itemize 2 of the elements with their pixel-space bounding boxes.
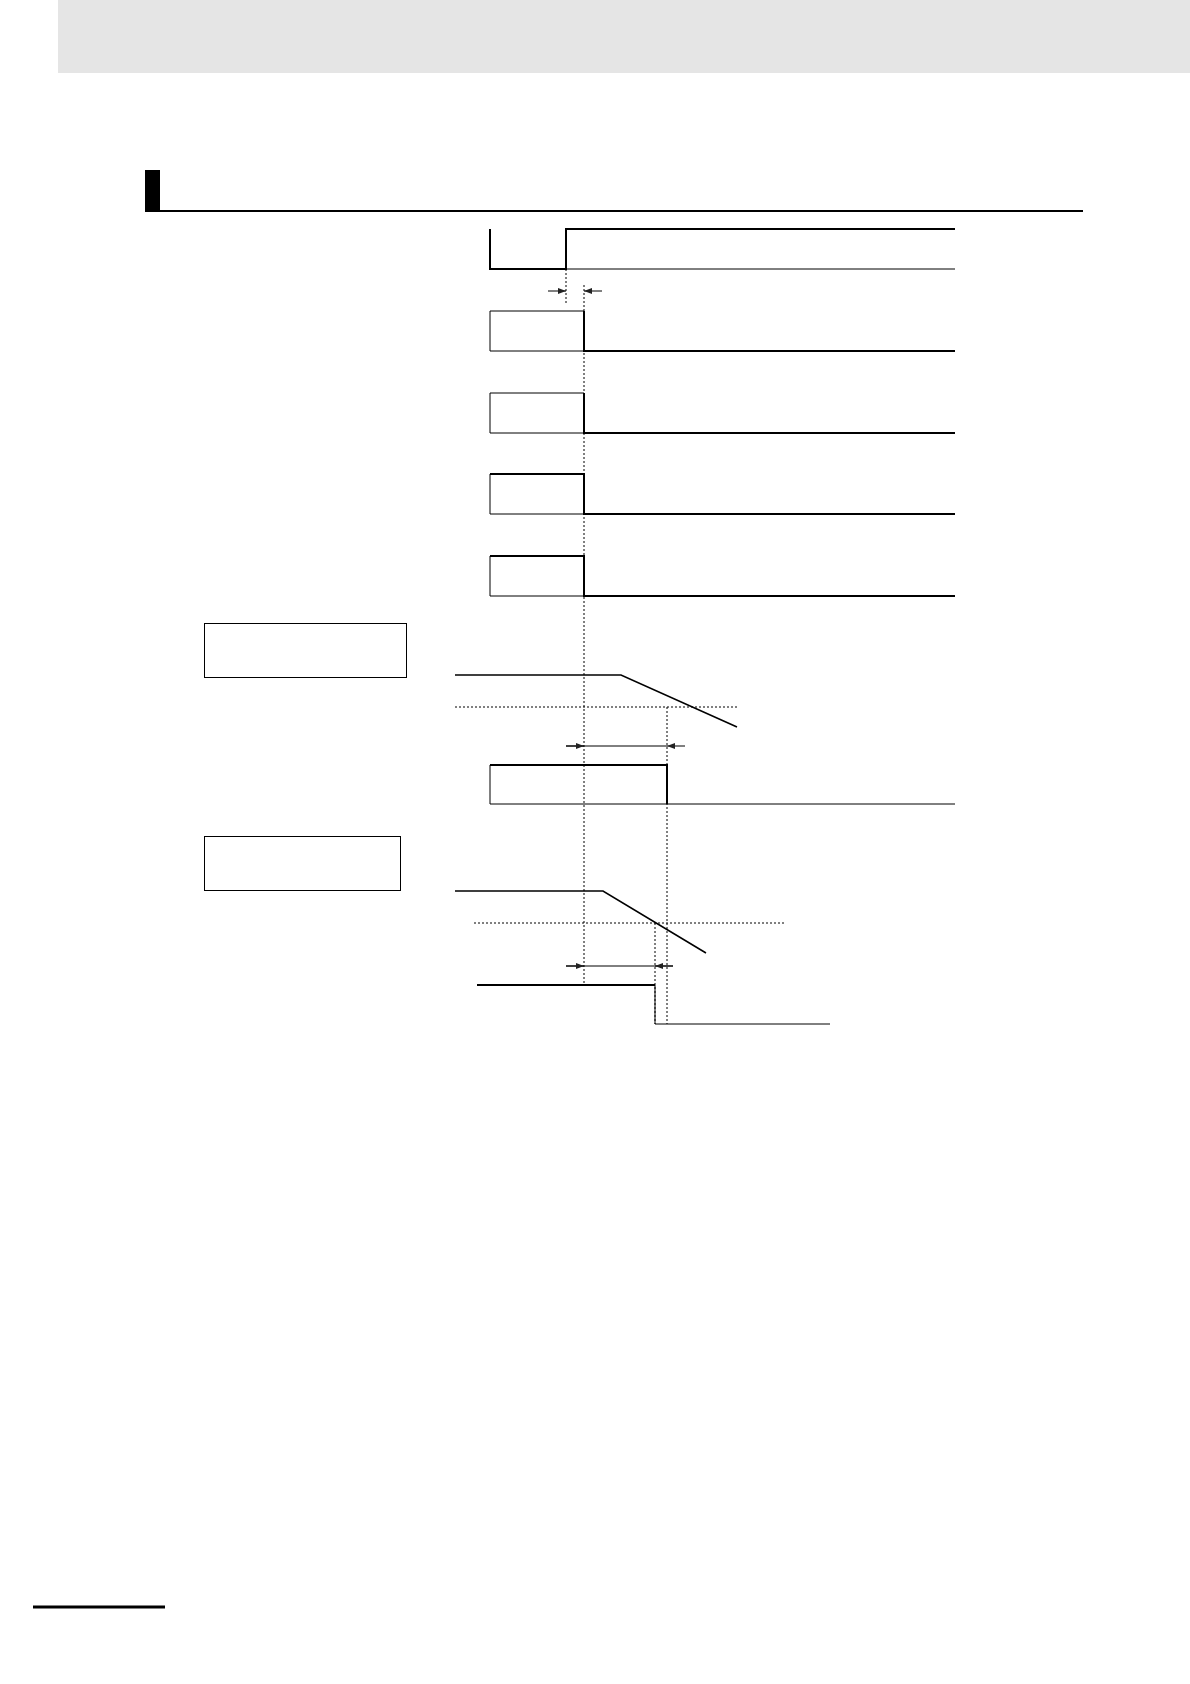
empty-box [204, 623, 407, 678]
empty-box [204, 836, 401, 891]
